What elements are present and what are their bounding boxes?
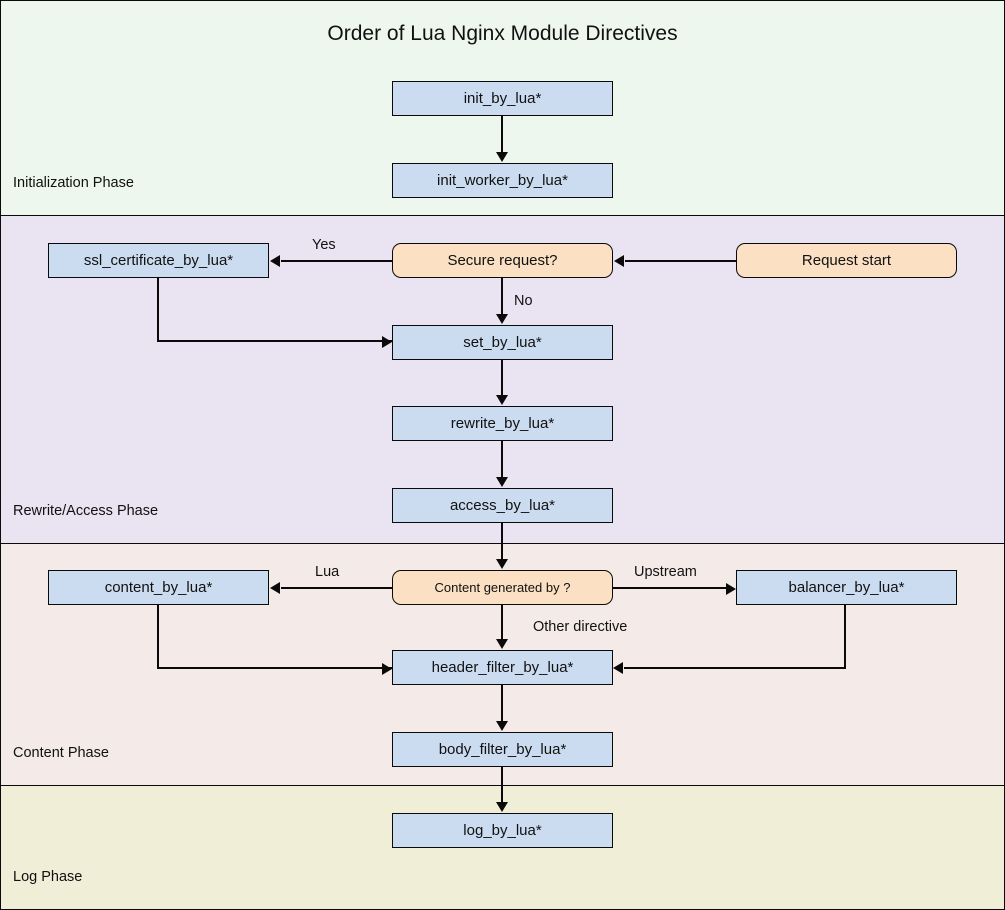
edge-balancer-to-headerfilter-vertical [844, 605, 846, 669]
node-log-by-lua[interactable]: log_by_lua* [392, 813, 613, 848]
phase-label-log: Log Phase [13, 869, 83, 885]
node-init-by-lua[interactable]: init_by_lua* [392, 81, 613, 116]
arrowhead-headerfilter-to-bodyfilter [496, 721, 508, 731]
edge-balancer-to-headerfilter-horizontal [624, 667, 846, 669]
node-content-generated-by[interactable]: Content generated by ? [392, 570, 613, 605]
edge-set-to-rewrite [501, 360, 503, 396]
edge-bodyfilter-to-logbylua [501, 767, 503, 803]
node-init-worker-by-lua[interactable]: init_worker_by_lua* [392, 163, 613, 198]
phase-label-initialization: Initialization Phase [13, 175, 134, 191]
edge-headerfilter-to-bodyfilter [501, 685, 503, 721]
arrowhead-contentbylua-to-headerfilter [382, 663, 392, 675]
arrowhead-balancer-to-headerfilter [613, 662, 623, 674]
arrowhead-access-to-contentdecision [496, 559, 508, 569]
node-request-start[interactable]: Request start [736, 243, 957, 278]
edge-label-no: No [514, 293, 533, 309]
edge-secure-yes-to-ssl [281, 259, 392, 262]
node-header-filter-by-lua[interactable]: header_filter_by_lua* [392, 650, 613, 685]
phase-label-content: Content Phase [13, 745, 109, 761]
arrowhead-requeststart-to-secure [614, 254, 624, 267]
node-set-by-lua[interactable]: set_by_lua* [392, 325, 613, 360]
edge-label-yes: Yes [312, 237, 336, 253]
edge-requeststart-to-secure [625, 259, 736, 262]
node-balancer-by-lua[interactable]: balancer_by_lua* [736, 570, 957, 605]
arrowhead-rewrite-to-access [496, 477, 508, 487]
node-secure-request[interactable]: Secure request? [392, 243, 613, 278]
arrowhead-set-to-rewrite [496, 395, 508, 405]
edge-label-lua: Lua [315, 564, 340, 580]
arrowhead-contentdecision-other [496, 639, 508, 649]
arrowhead-secure-no-to-set [496, 314, 508, 324]
node-body-filter-by-lua[interactable]: body_filter_by_lua* [392, 732, 613, 767]
node-access-by-lua[interactable]: access_by_lua* [392, 488, 613, 523]
edge-ssl-to-set-vertical [157, 278, 159, 342]
edge-access-to-contentdecision [501, 523, 503, 560]
node-content-by-lua[interactable]: content_by_lua* [48, 570, 269, 605]
edge-ssl-to-set-horizontal [157, 340, 392, 342]
diagram-title: Order of Lua Nginx Module Directives [327, 22, 678, 45]
arrowhead-contentdecision-lua [270, 581, 280, 594]
edge-contentbylua-to-headerfilter-horizontal [157, 667, 392, 669]
edge-contentdecision-upstream-to-balancer [613, 586, 726, 589]
edge-contentdecision-lua-to-contentbylua [281, 586, 392, 589]
edge-label-other-directive: Other directive [533, 619, 628, 635]
edge-secure-no-to-set [501, 278, 503, 315]
node-rewrite-by-lua[interactable]: rewrite_by_lua* [392, 406, 613, 441]
node-ssl-certificate-by-lua[interactable]: ssl_certificate_by_lua* [48, 243, 269, 278]
arrowhead-contentdecision-upstream [726, 582, 736, 595]
arrowhead-bodyfilter-to-logbylua [496, 802, 508, 812]
arrowhead-init-to-initworker [496, 152, 508, 162]
arrowhead-secure-yes-to-ssl [270, 254, 280, 267]
edge-contentdecision-other-to-headerfilter [501, 605, 503, 639]
edge-rewrite-to-access [501, 441, 503, 478]
arrowhead-ssl-to-set [382, 336, 392, 348]
edge-contentbylua-to-headerfilter-vertical [157, 605, 159, 669]
edge-init-to-initworker [501, 116, 503, 153]
edge-label-upstream: Upstream [634, 564, 697, 580]
phase-label-rewrite-access: Rewrite/Access Phase [13, 503, 159, 519]
